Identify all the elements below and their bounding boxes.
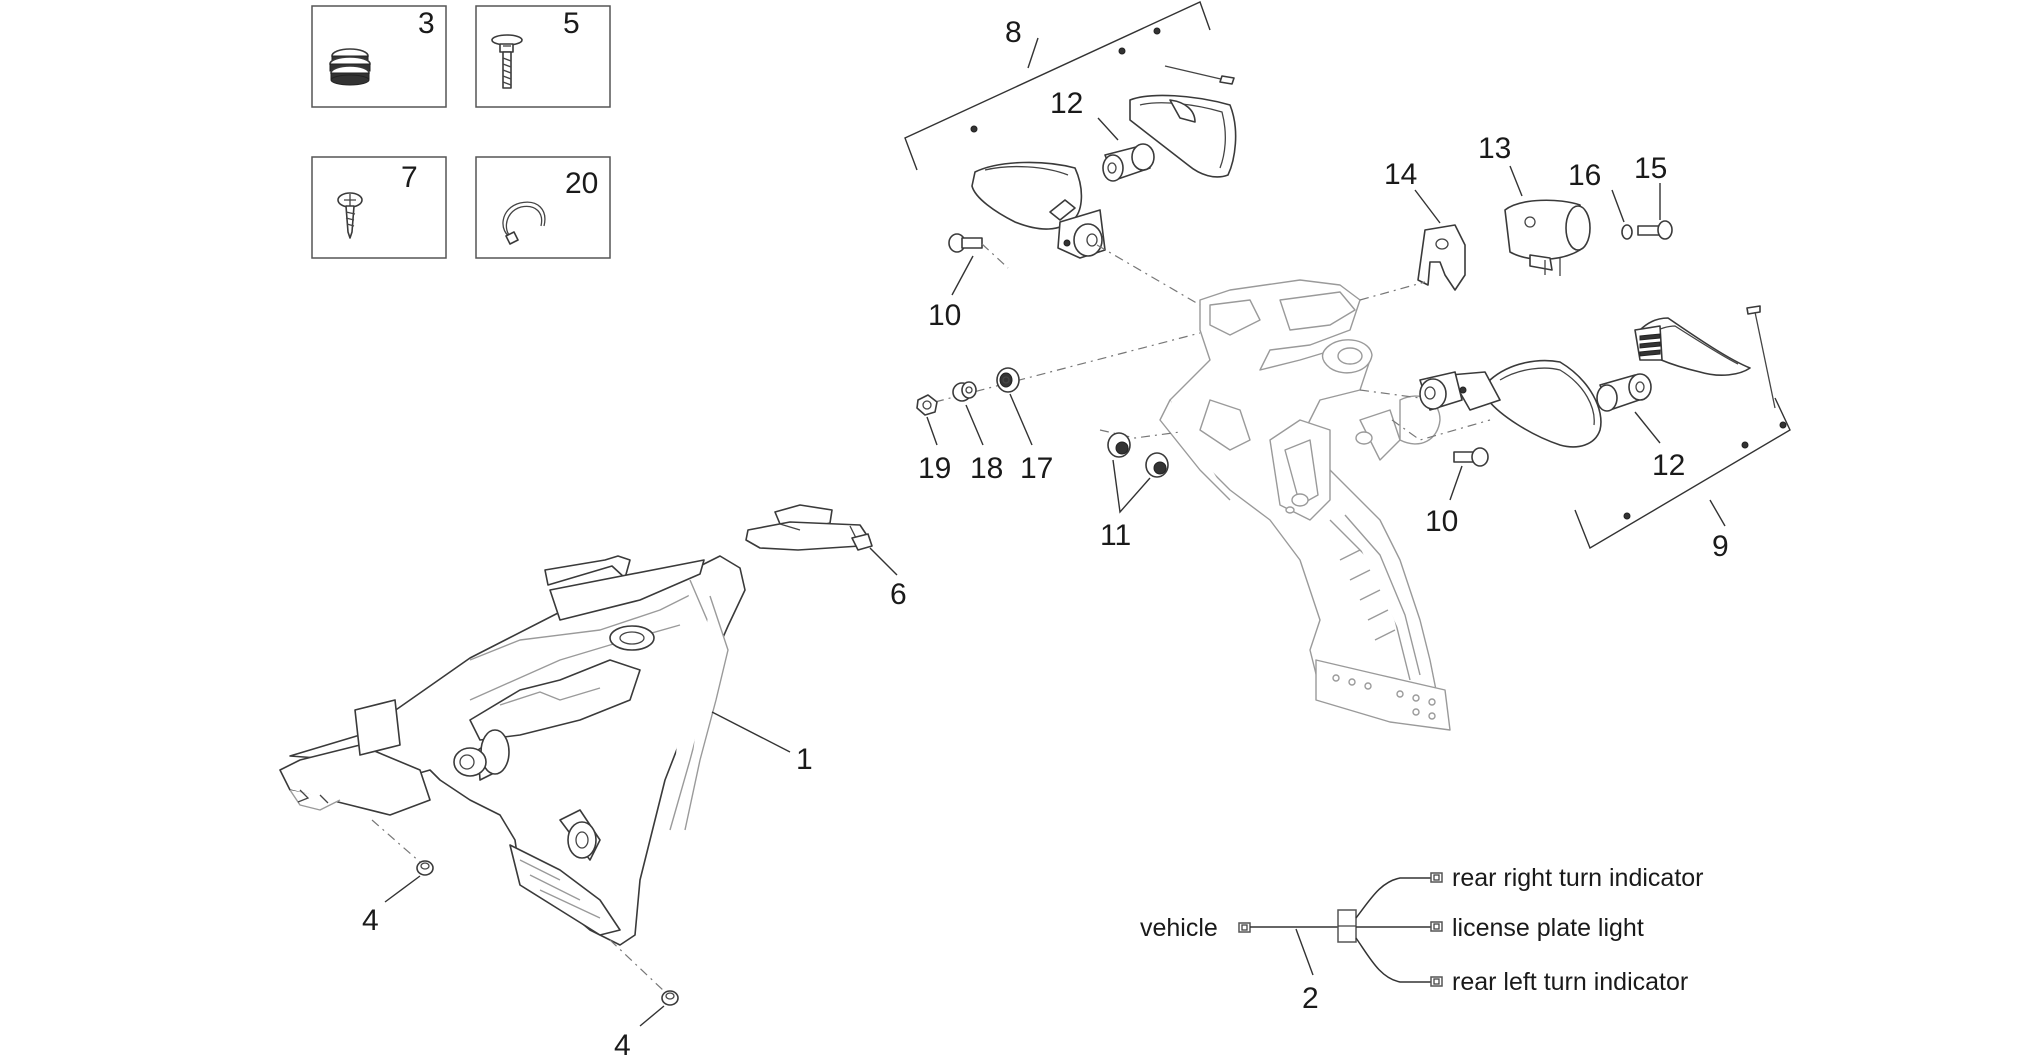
callout-8: 8	[1005, 16, 1022, 49]
connector-vehicle-icon	[1238, 922, 1251, 933]
leader-14	[1414, 189, 1441, 224]
callout-16: 16	[1568, 159, 1601, 192]
wiring-harness-2	[1238, 872, 1443, 987]
dot-9a	[1623, 512, 1631, 520]
callout-6: 6	[890, 578, 907, 611]
bushing-4b	[661, 990, 679, 1006]
grommet-17	[996, 367, 1020, 393]
leader-10b	[1449, 465, 1463, 501]
leader-10a	[951, 255, 974, 296]
label-rear-right-turn-indicator: rear right turn indicator	[1452, 864, 1704, 892]
leader-11	[1112, 459, 1151, 514]
bushing-4a	[416, 860, 434, 876]
bulb-12-right	[1596, 373, 1652, 412]
callout-5: 5	[563, 7, 580, 40]
callout-9: 9	[1712, 530, 1729, 563]
dot-8a	[1153, 27, 1161, 35]
part-box-7: 7	[311, 156, 447, 259]
callout-18: 18	[970, 452, 1003, 485]
callout-10b: 10	[1425, 505, 1458, 538]
grommet-icon	[329, 48, 371, 86]
axis-top-right	[1359, 281, 1426, 301]
fastener-axis-4b	[609, 939, 666, 993]
callout-1: 1	[796, 743, 813, 776]
label-vehicle: vehicle	[1140, 914, 1218, 942]
part-box-3: 3	[311, 5, 447, 108]
leader-16	[1611, 189, 1625, 223]
part-box-20: 20	[475, 156, 611, 259]
axis-fasteners-17-19	[934, 332, 1201, 403]
connector-rear-right-icon	[1430, 872, 1443, 883]
indicator-lens-right	[1634, 317, 1751, 377]
screw-lens-9	[1746, 305, 1776, 409]
callout-4b: 4	[614, 1029, 631, 1060]
cover-6	[745, 504, 873, 551]
bracket-9	[1574, 397, 1791, 550]
leader-12a	[1097, 117, 1119, 141]
callout-11: 11	[1100, 519, 1131, 552]
bracket-8	[904, 1, 1211, 171]
leader-19	[926, 416, 938, 446]
leader-18	[965, 404, 984, 446]
callout-13: 13	[1478, 132, 1511, 165]
washer-16	[1621, 224, 1633, 240]
callout-14: 14	[1384, 158, 1417, 191]
dot-8b	[1118, 47, 1126, 55]
grommet-11b	[1145, 452, 1169, 478]
lamp-housing-13	[1504, 199, 1591, 276]
axis-left-indicator	[1096, 244, 1201, 306]
washer-18	[952, 381, 977, 402]
rear-undertail-fairing	[279, 555, 746, 946]
callout-15: 15	[1634, 152, 1667, 185]
self-tapping-screw-icon	[337, 192, 363, 239]
dot-9b	[1741, 441, 1749, 449]
screw-15	[1637, 220, 1673, 240]
leader-13	[1509, 165, 1523, 197]
screw-lens-8	[1164, 65, 1235, 85]
callout-20: 20	[565, 167, 598, 200]
screw-icon	[491, 34, 523, 89]
axis-right-indicator	[1359, 389, 1421, 399]
part-box-5: 5	[475, 5, 611, 108]
nut-19	[916, 394, 938, 416]
indicator-body-left	[971, 161, 1106, 259]
screw-10-left	[948, 233, 1009, 269]
screw-10-right	[1453, 447, 1489, 467]
callout-3: 3	[418, 7, 435, 40]
license-plate-holder	[1159, 279, 1451, 731]
callout-7: 7	[401, 161, 418, 194]
leader-12b	[1634, 411, 1661, 444]
indicator-lens-left	[1129, 94, 1237, 178]
label-license-plate-light: license plate light	[1452, 914, 1644, 942]
bracket-14	[1417, 224, 1466, 291]
hose-clamp-icon	[502, 201, 546, 245]
fastener-axis-4a	[371, 819, 421, 863]
leader-4a	[384, 875, 421, 903]
label-rear-left-turn-indicator: rear left turn indicator	[1452, 968, 1688, 996]
axis-grommets-11	[1099, 429, 1181, 439]
leader-4b	[639, 1005, 665, 1027]
connector-rear-left-icon	[1430, 976, 1443, 987]
leader-17	[1009, 393, 1033, 446]
indicator-body-right	[1419, 359, 1602, 448]
connector-license-icon	[1430, 921, 1443, 932]
leader-8	[1027, 37, 1039, 69]
callout-17: 17	[1020, 452, 1053, 485]
callout-4a: 4	[362, 904, 379, 937]
grommet-11a	[1107, 432, 1131, 458]
leader-2	[1295, 928, 1314, 976]
callout-2: 2	[1302, 982, 1319, 1015]
callout-12a: 12	[1050, 87, 1083, 120]
leader-9	[1709, 499, 1726, 527]
leader-1	[711, 711, 791, 753]
callout-10a: 10	[928, 299, 961, 332]
dot-8c	[970, 125, 978, 133]
bulb-12-left	[1102, 143, 1155, 182]
callout-12b: 12	[1652, 449, 1685, 482]
junction-block-icon	[1337, 909, 1357, 943]
leader-6	[869, 547, 898, 576]
callout-19: 19	[918, 452, 951, 485]
dot-9c	[1779, 421, 1787, 429]
